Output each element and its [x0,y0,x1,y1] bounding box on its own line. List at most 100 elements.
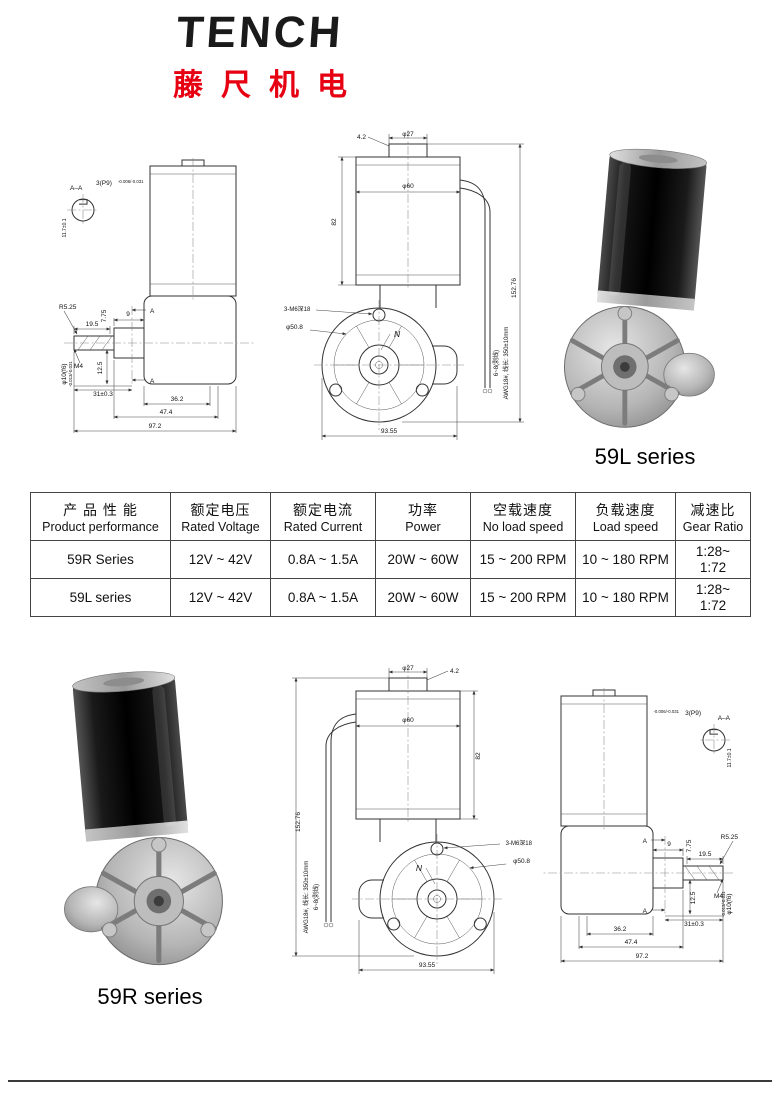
front-view-drawing-bottom: 4.2 φ27 φ60 82 152.76 6~8(剥线) AWG18#, 线长… [278,662,533,982]
dim-shaft-tolerance: -0.013/-0.031 [721,891,726,917]
dim-31: 31±0.3 [93,391,113,398]
dim-9: 9 [667,841,671,848]
header-en: Rated Current [283,519,363,534]
wire-spec-note: AWG18#, 线长: 350±10mm [302,861,310,934]
m6-hole-note: 3-M6深18 [284,305,311,313]
cell-voltage: 12V ~ 42V [170,578,271,617]
header-zh: 额定电压 [190,501,251,518]
dim-9355: 93.55 [419,962,436,969]
side-view-dimensions: A–A 3(P9) -0.006/-0.031 11.7±0.1 9 R5.25… [614,709,739,960]
dim-key-tolerance: -0.006/-0.031 [653,709,679,714]
dim-15276: 152.76 [295,812,302,832]
dim-r525: R5.25 [59,304,77,311]
dim-m4: M4 [714,893,723,900]
cell-current: 0.8A ~ 1.5A [270,578,376,617]
series-label-bottom: 59R series [97,984,203,1009]
cell-load-speed: 10 ~ 180 RPM [575,578,676,617]
cell-power: 20W ~ 60W [375,540,471,579]
dim-section-label: A–A [718,715,731,722]
m6-hole-note: 3-M6深18 [506,839,533,847]
brand-logo: TENCH 藤尺机电 [128,8,392,104]
cell-noload-speed: 15 ~ 200 RPM [470,578,576,617]
dim-phi60: φ60 [402,183,414,190]
motor-photo-illustration [64,668,222,964]
dim-474: 47.4 [625,939,638,946]
north-mark: N [416,863,423,873]
motor-photo-bottom [48,660,243,978]
dim-31: 31±0.3 [684,921,704,928]
dim-m4: M4 [74,363,83,370]
front-view-dimensions: 4.2 φ27 φ60 82 152.76 6~8(剥线) AWG18#, 线长… [295,665,533,969]
header-zh: 产 品 性 能 [63,501,138,518]
table-row-59r: 59R Series 12V ~ 42V 0.8A ~ 1.5A 20W ~ 6… [30,540,751,579]
section-arrow-label: A [150,308,155,315]
dim-key-tolerance: -0.006/-0.031 [118,179,144,184]
section-arrow-label: A [643,838,648,845]
section-arrow-label: A [150,378,155,385]
cell-series-name: 59L series [30,578,171,617]
cell-current: 0.8A ~ 1.5A [270,540,376,579]
series-label-top: 59L series [594,444,696,469]
motor-photo-top [545,138,730,440]
cell-gear-ratio: 1:28~ 1:72 [675,578,751,617]
cell-voltage: 12V ~ 42V [170,540,271,579]
dim-phi508: φ50.8 [286,324,303,331]
dim-125: 12.5 [97,361,104,374]
cell-load-speed: 10 ~ 180 RPM [575,540,676,579]
side-view-dimensions: A–A 3(P9) -0.006/-0.031 11.7±0.1 9 R5.25… [59,179,184,430]
dim-9355: 93.55 [381,428,398,435]
wire-strip-note: 6~8(剥线) [312,884,320,910]
side-view-geometry-mirrored [543,688,733,963]
dim-section-width: 11.7±0.1 [727,748,733,767]
dim-shaft: φ10(f6) [61,363,68,384]
header-en: No load speed [482,519,564,534]
north-mark: N [394,329,401,339]
front-view-geometry [310,130,524,440]
dim-362: 36.2 [171,396,184,403]
cell-gear-ratio: 1:28~ 1:72 [675,540,751,579]
front-view-geometry-mirrored [292,664,506,974]
dim-474: 47.4 [160,409,173,416]
wire-strip-note: 6~8(剥线) [492,350,500,376]
dim-section-width: 11.7±0.1 [62,218,68,237]
dim-125: 12.5 [690,891,697,904]
header-zh: 额定电流 [293,501,353,518]
logo-subtext: 藤尺机电 [173,69,365,102]
cell-noload-speed: 15 ~ 200 RPM [470,540,576,579]
dim-195: 19.5 [699,851,712,858]
dim-82: 82 [475,752,482,760]
dim-775: 7.75 [686,839,693,852]
header-en: Product performance [42,519,159,534]
front-view-drawing-top: 4.2 φ27 φ60 82 152.76 6~8(剥线) AWG18#, 线长… [284,128,538,448]
dim-82: 82 [331,218,338,226]
header-en: Rated Voltage [181,519,260,534]
dim-phi27: φ27 [402,131,414,138]
cell-power: 20W ~ 60W [375,578,471,617]
dim-195: 19.5 [86,321,99,328]
cell-series-name: 59R Series [30,540,171,579]
side-view-drawing-top: A–A 3(P9) -0.006/-0.031 11.7±0.1 9 R5.25… [59,158,263,448]
dim-42: 4.2 [357,134,366,141]
wire-spec-note: AWG18#, 线长: 350±10mm [502,327,510,400]
footer-divider [8,1080,772,1082]
header-en: Gear Ratio [682,519,744,534]
dim-section-label: A–A [70,185,83,192]
dim-362: 36.2 [614,926,627,933]
motor-photo-illustration [564,146,714,427]
header-en: Load speed [592,519,659,534]
dim-r525: R5.25 [721,834,739,841]
header-zh: 负载速度 [595,501,656,518]
dim-9: 9 [126,311,130,318]
header-zh: 空载速度 [493,501,553,518]
dim-key: 3(P9) [685,710,701,717]
front-view-dimensions: 4.2 φ27 φ60 82 152.76 6~8(剥线) AWG18#, 线长… [284,131,518,435]
dim-775: 7.75 [101,309,108,322]
section-arrow-label: A [643,908,648,915]
